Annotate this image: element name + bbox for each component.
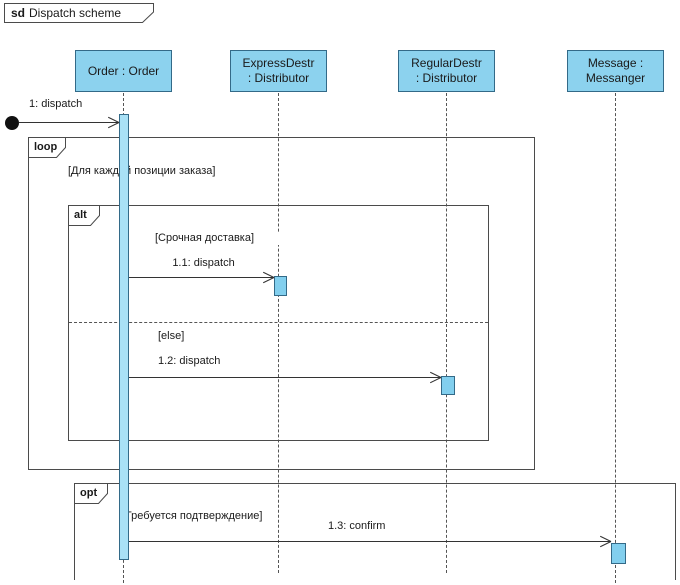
operator-label: opt: [80, 487, 98, 499]
alt-else-label[interactable]: [else]: [156, 330, 187, 343]
opt-guard-label[interactable]: [Требуется подтверждение]: [120, 510, 265, 523]
fragment-alt[interactable]: [68, 205, 489, 441]
operator-pentagon: [28, 137, 66, 158]
operator-pentagon: [74, 483, 108, 504]
lifeline-label: Order : Order: [87, 63, 160, 78]
message-1-2-dispatch-arrow[interactable]: [129, 371, 442, 384]
lifeline-label: : Distributor: [247, 71, 310, 85]
fragment-loop-operator[interactable]: loop: [28, 137, 66, 158]
message-1-1-dispatch-arrow[interactable]: [129, 271, 275, 284]
lifeline-label: ExpressDestr: [242, 56, 315, 70]
fragment-alt-operator[interactable]: alt: [68, 205, 100, 226]
diagram-title-keyword: sd: [11, 6, 26, 20]
message-1-2-dispatch-label[interactable]: 1.2: dispatch: [156, 355, 223, 368]
lifeline-head-regulardestr[interactable]: RegularDestr : Distributor: [398, 50, 495, 92]
diagram-title-name: Dispatch scheme: [29, 6, 122, 20]
lifeline-line-expressdestr[interactable]: [278, 93, 279, 573]
lifeline-label: Messanger: [585, 71, 646, 85]
message-1-1-dispatch-label[interactable]: 1.1: dispatch: [129, 257, 278, 270]
loop-guard-label[interactable]: [Для каждой позиции заказа]: [66, 165, 218, 178]
lifeline-line-regulardestr[interactable]: [446, 93, 447, 573]
activation-order[interactable]: [119, 114, 129, 560]
open-arrowhead-icon: [107, 116, 120, 123]
message-1-dispatch-label[interactable]: 1: dispatch: [27, 98, 85, 111]
operator-label: loop: [34, 141, 58, 153]
fragment-opt-operator[interactable]: opt: [74, 483, 108, 504]
lifeline-head-order[interactable]: Order : Order: [75, 50, 172, 92]
activation-regulardestr[interactable]: [441, 376, 455, 395]
lifeline-line-message[interactable]: [615, 93, 616, 583]
alt-else-separator: [69, 322, 488, 323]
lifeline-head-expressdestr[interactable]: ExpressDestr : Distributor: [230, 50, 327, 92]
message-1-dispatch-arrow[interactable]: [19, 116, 120, 129]
lifeline-head-message[interactable]: Message : Messanger: [567, 50, 664, 92]
fragment-loop[interactable]: [28, 137, 535, 470]
lifeline-label: Message :: [587, 56, 644, 70]
message-1-3-confirm-arrow[interactable]: [129, 535, 612, 548]
activation-expressdestr[interactable]: [274, 276, 287, 296]
initial-node[interactable]: [5, 116, 19, 130]
lifeline-label: : Distributor: [415, 71, 478, 85]
lifeline-label: RegularDestr: [411, 56, 482, 70]
operator-pentagon: [68, 205, 100, 226]
operator-label: alt: [74, 209, 87, 221]
fragment-opt[interactable]: [74, 483, 676, 580]
frame-label-pentagon: [4, 3, 154, 23]
alt-guard-label[interactable]: [Срочная доставка]: [115, 232, 294, 245]
message-1-3-confirm-label[interactable]: 1.3: confirm: [326, 520, 388, 533]
activation-message[interactable]: [611, 543, 626, 564]
open-arrowhead-icon: [107, 122, 120, 129]
